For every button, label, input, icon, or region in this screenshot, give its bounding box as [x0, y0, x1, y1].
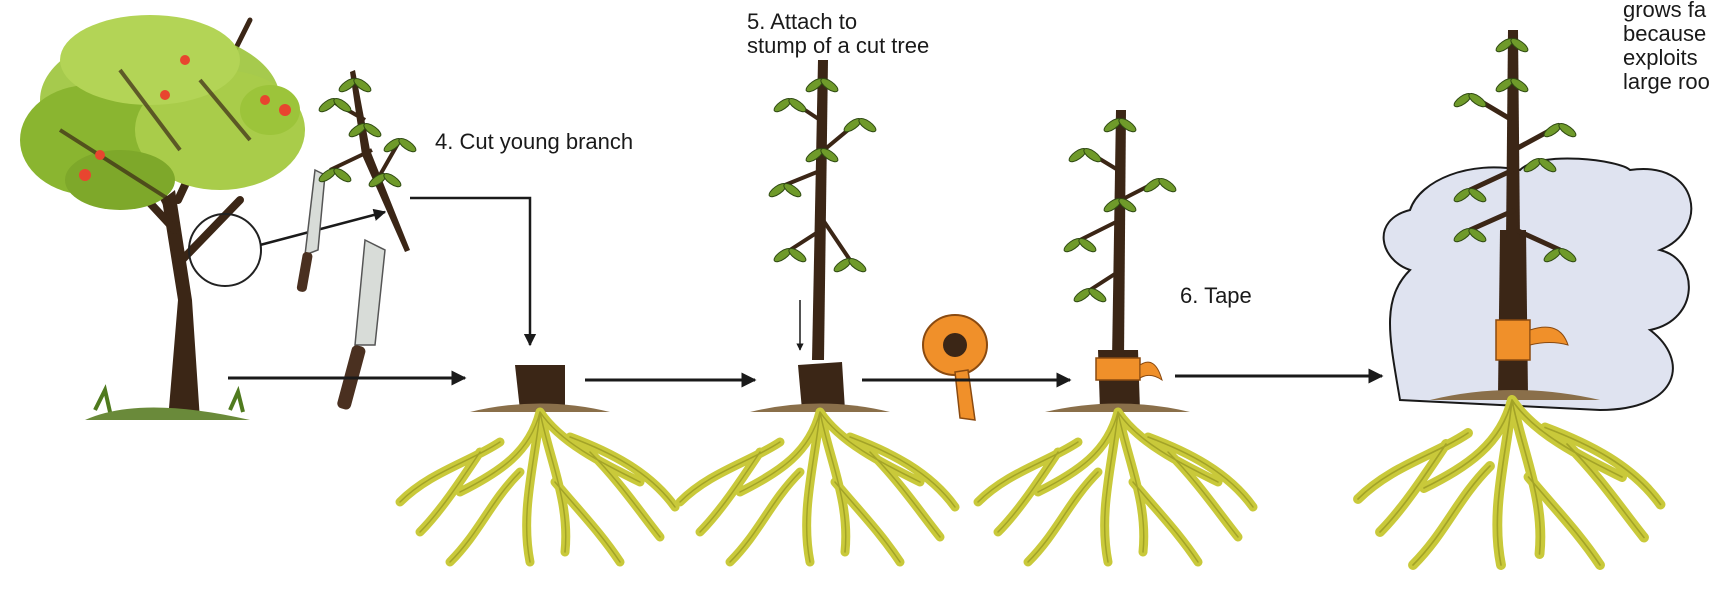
result-label: grows fa because exploits large roo: [1623, 0, 1710, 94]
step-label-tape: 6. Tape: [1180, 283, 1252, 308]
stump-icon: [680, 60, 955, 562]
stump-icon: [400, 365, 675, 562]
knife-icon: [296, 168, 386, 410]
roots-icon: [680, 412, 955, 562]
roots-icon: [978, 412, 1253, 562]
branch-icon: [316, 70, 419, 252]
tape-roll-icon: [922, 314, 988, 421]
fruit-tree-icon: [20, 15, 387, 420]
flow-arrow: [410, 196, 537, 347]
grafted-tree-icon: [978, 110, 1253, 562]
step-label-cut-branch: 4. Cut young branch: [435, 129, 634, 154]
roots-icon: [1358, 400, 1661, 565]
roots-icon: [400, 412, 675, 562]
step-label-attach: 5. Attach to stump of a cut tree: [747, 9, 930, 58]
grafted-tree-icon: [1358, 30, 1693, 565]
